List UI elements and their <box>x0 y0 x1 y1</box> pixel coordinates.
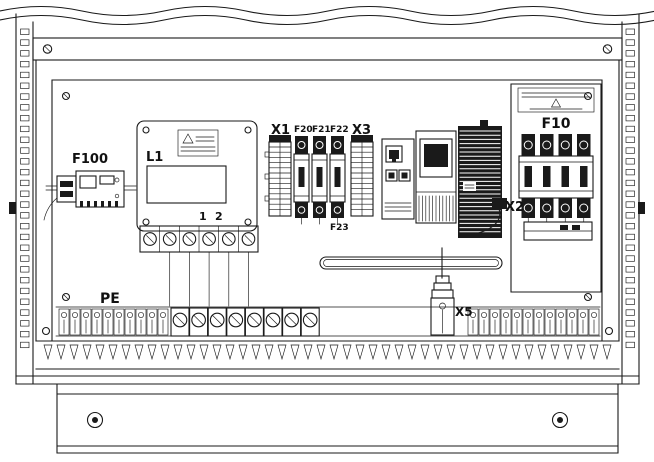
l1-window <box>146 165 227 204</box>
l1-housing <box>136 120 258 232</box>
f100-pins <box>80 201 118 207</box>
pe-terminal-strip <box>55 247 601 337</box>
label-f10: F10 <box>541 116 570 132</box>
l1-warning-label <box>177 129 219 157</box>
label-f100: F100 <box>72 152 108 167</box>
component-l1-power-supply <box>136 120 259 307</box>
bottom-screw-right <box>604 326 614 336</box>
bottom-screw-left <box>41 326 51 336</box>
label-pe: PE <box>100 291 120 307</box>
label-f22: F22 <box>330 125 349 135</box>
cable-duct <box>35 340 620 370</box>
side-perforation-strips <box>20 28 635 349</box>
top-rail <box>32 37 623 61</box>
cpu-display-window <box>419 138 453 178</box>
plinth-bolt-left <box>86 411 104 429</box>
x2-connector <box>469 198 507 236</box>
f10-breaker-poles <box>521 134 591 218</box>
pe-terminals-left-group <box>58 308 169 336</box>
l1-terminals-and-wires <box>143 225 256 307</box>
right-hinge <box>638 202 645 214</box>
label-x5: X5 <box>455 305 473 319</box>
top-break-lines <box>0 5 654 26</box>
terminal-strip-x3 <box>350 135 374 217</box>
pe-terminals-center-group <box>170 307 320 337</box>
cpu-terminal-comb <box>418 195 454 222</box>
rail-screw-left <box>42 44 53 54</box>
rail-screw-right <box>602 44 613 54</box>
labels: F100 L1 1 2 X1 F20 F21 F22 F23 X3 X2 F10… <box>72 116 571 319</box>
component-f10-main-breaker <box>510 83 602 293</box>
warning-triangle-icon <box>182 133 194 144</box>
pe-terminals-right-group <box>467 308 600 336</box>
component-f100 <box>43 170 137 221</box>
mounting-plate <box>51 79 603 342</box>
plate-screws <box>61 91 593 302</box>
terminal-strip-x1 <box>264 135 292 217</box>
enclosure-frame <box>9 13 645 385</box>
label-l1-terminal-2: 2 <box>215 210 223 223</box>
left-hinge <box>9 202 16 214</box>
warning-triangle-icon <box>550 98 562 108</box>
plinth-bolt-right <box>551 411 569 429</box>
plate-slot <box>319 256 503 270</box>
io-terminal-stripes <box>459 130 501 233</box>
label-f21: F21 <box>312 125 331 135</box>
label-x3: X3 <box>352 123 371 138</box>
x5-cable-terminal <box>430 247 455 336</box>
f100-body <box>75 170 125 208</box>
plc-comm-module <box>381 138 415 220</box>
plc-assembly <box>381 120 507 238</box>
cabinet-base <box>15 375 640 454</box>
label-x2: X2 <box>505 200 524 215</box>
io-label-plate <box>463 182 476 191</box>
label-f20: F20 <box>294 125 313 135</box>
plc-cpu-module <box>415 130 457 224</box>
f10-warning-label <box>517 87 595 113</box>
label-l1: L1 <box>146 150 163 165</box>
x3-terminal-layers <box>350 141 374 217</box>
f100-connector <box>56 175 77 203</box>
circuit-breakers-f20-f21-f22 <box>293 136 346 225</box>
label-f23: F23 <box>330 223 349 233</box>
label-l1-terminal-1: 1 <box>199 210 207 223</box>
label-x1: X1 <box>271 123 290 138</box>
duct-teeth <box>43 344 612 361</box>
x1-terminal-layers <box>268 141 292 217</box>
